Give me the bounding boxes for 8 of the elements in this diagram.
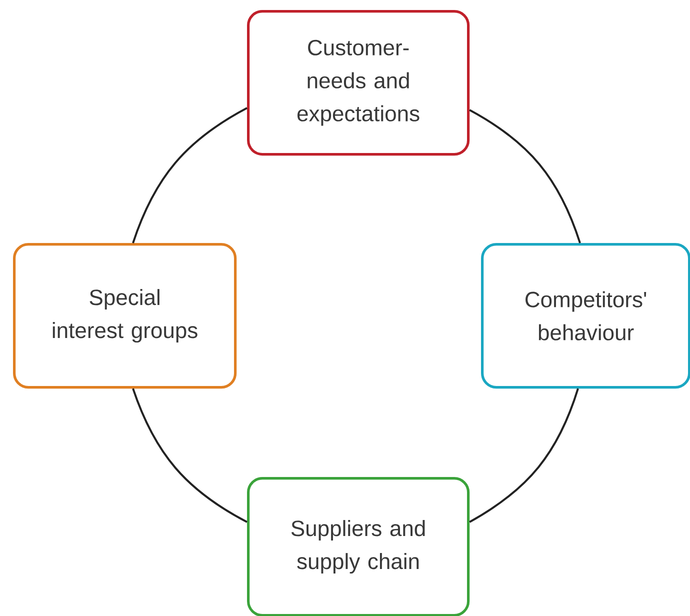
connector-arc [469, 109, 581, 244]
connector-arc [469, 388, 579, 523]
connector-arc [132, 388, 248, 523]
text-box: Customer- needs and expectations [247, 10, 470, 156]
text-box: Special interest groups [13, 243, 237, 389]
text-box: Competitors' behaviour [481, 243, 690, 389]
text-box: Suppliers and supply chain [247, 477, 470, 616]
connector-arc [132, 107, 248, 244]
